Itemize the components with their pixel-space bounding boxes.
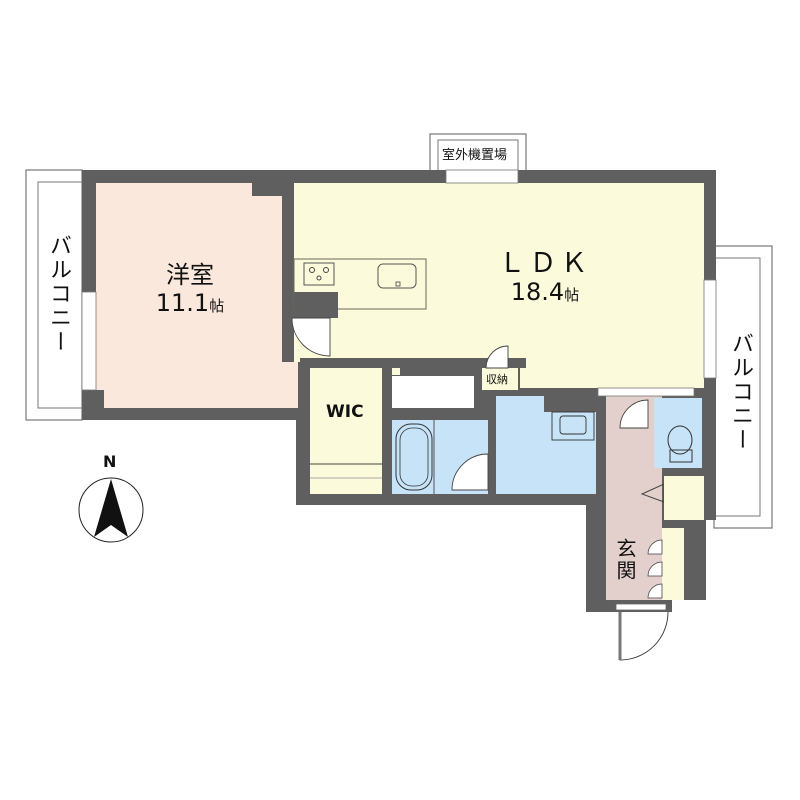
storage-closet xyxy=(482,368,518,390)
front-door-swing xyxy=(619,611,669,661)
western-room-label: 洋室 11.1帖 xyxy=(140,261,240,317)
ldk-room xyxy=(294,183,704,388)
sink-icon xyxy=(377,263,417,289)
ldk-name: ＬＤＫ xyxy=(498,248,592,279)
western-room-unit: 帖 xyxy=(209,296,225,315)
shoe-cabinet xyxy=(664,476,704,520)
ldk-unit: 帖 xyxy=(564,286,580,305)
washbasin-icon xyxy=(551,411,595,441)
storage-label: 収納 xyxy=(486,373,508,386)
ldk-size: 18.4 xyxy=(510,278,565,307)
bathtub-icon xyxy=(395,423,433,491)
toilet-icon xyxy=(667,425,693,455)
compass-label: N xyxy=(103,452,117,471)
north-arrow-icon xyxy=(94,479,128,537)
stove-icon xyxy=(303,262,335,286)
balcony-right xyxy=(713,245,773,529)
western-room-name: 洋室 xyxy=(166,261,214,289)
western-room-size: 11.1 xyxy=(155,288,210,317)
ldk-label: ＬＤＫ 18.4帖 xyxy=(485,248,605,307)
wic-label: WIC xyxy=(326,402,364,422)
balcony-left-label: バルコニー xyxy=(46,234,71,354)
outdoor-unit-label: 室外機置場 xyxy=(442,148,508,163)
toilet-room xyxy=(654,398,702,468)
compass xyxy=(78,477,144,543)
wic-room xyxy=(310,368,382,494)
washroom xyxy=(496,396,596,494)
entrance-label: 玄関 xyxy=(613,538,637,582)
balcony-left xyxy=(25,169,83,421)
western-room xyxy=(96,183,298,408)
balcony-right-label: バルコニー xyxy=(728,332,753,452)
